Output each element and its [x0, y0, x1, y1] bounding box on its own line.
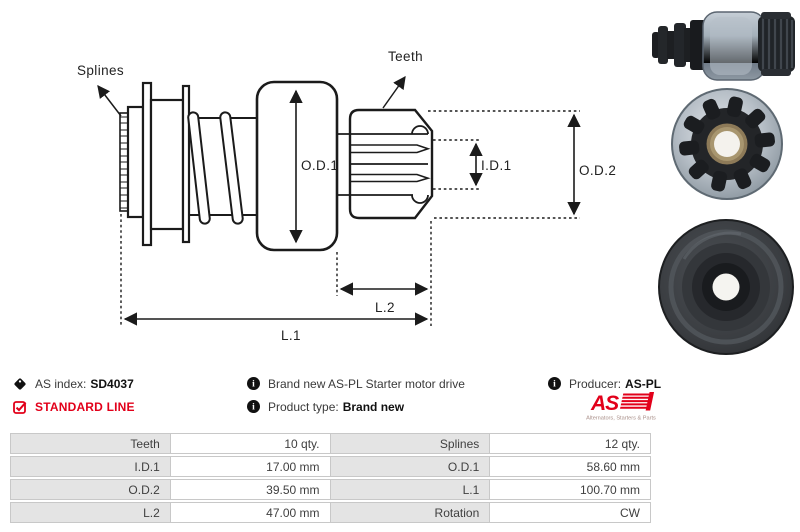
tag-icon [14, 377, 26, 390]
table-label-cell: L.2 [11, 503, 171, 522]
table-label-cell: L.1 [330, 480, 491, 499]
as-index-row: AS index:SD4037 [13, 376, 134, 391]
label-od1: O.D.1 [301, 158, 338, 173]
teeth-leader-arrow [382, 75, 406, 109]
table-label-cell: Teeth [11, 434, 171, 453]
label-l2: L.2 [375, 300, 395, 315]
table-value-cell: 100.70 mm [579, 483, 640, 497]
product-type-row: i Product type:Brand new [247, 399, 404, 414]
dimension-arrows [123, 89, 581, 326]
logo-as-text: AS [590, 392, 619, 415]
table-value-cell: 58.60 mm [586, 460, 640, 474]
table-row: I.D.1 17.00 mm O.D.1 58.60 mm [10, 456, 651, 477]
producer-text: Producer:AS-PL [569, 376, 662, 391]
standard-line-row: STANDARD LINE [13, 399, 135, 414]
table-value-cell: 17.00 mm [171, 457, 331, 476]
spec-table: Teeth 10 qty. Splines 12 qty. I.D.1 17.0… [10, 433, 651, 525]
svg-text:i: i [252, 403, 255, 413]
table-row: Teeth 10 qty. Splines 12 qty. [10, 433, 651, 454]
label-od2: O.D.2 [579, 163, 616, 178]
reference-lines [120, 110, 580, 326]
drawing-tooth-arc-bottom [411, 194, 429, 204]
table-label-cell: O.D.1 [330, 457, 491, 476]
table-row: L.2 47.00 mm Rotation CW [10, 502, 651, 523]
table-label-cell: Rotation [330, 503, 491, 522]
drawing-flange-2 [181, 84, 191, 244]
standard-line-text: STANDARD LINE [35, 399, 135, 414]
table-value-cell: 39.50 mm [171, 480, 331, 499]
photo-rear-view [658, 219, 794, 355]
as-index-text: AS index:SD4037 [35, 376, 134, 391]
table-value-cell: 47.00 mm [171, 503, 331, 522]
svg-text:i: i [553, 380, 556, 390]
table-value-cell: 12 qty. [604, 437, 640, 451]
photo-side-view [652, 11, 795, 81]
spline-hatch [120, 116, 128, 209]
producer-row: i Producer:AS-PL [548, 376, 661, 391]
drawing-tooth-taper-b [350, 173, 431, 183]
label-splines: Splines [77, 63, 124, 78]
drawing-spring-coil-1 [187, 111, 211, 225]
table-label-cell: I.D.1 [11, 457, 171, 476]
label-l1: L.1 [281, 328, 301, 343]
drawing-spring-coil-2 [219, 111, 244, 225]
product-type-text: Product type:Brand new [268, 399, 405, 414]
splines-leader-arrow [97, 84, 122, 117]
table-value-cell: 10 qty. [171, 434, 331, 453]
table-value-cell: CW [620, 506, 640, 520]
photo-front-view [671, 88, 783, 200]
checked-checkbox-icon [13, 400, 27, 414]
label-id1: I.D.1 [481, 158, 512, 173]
product-photos [652, 11, 795, 355]
table-label-cell: Splines [330, 434, 491, 453]
info-icon: i [247, 377, 260, 390]
drawing-collar [126, 105, 145, 219]
as-pl-logo: AS Alternators, Starters & Parts [586, 392, 656, 422]
info-icon: i [247, 400, 260, 413]
description-text: Brand new AS-PL Starter motor drive [268, 376, 465, 391]
svg-text:i: i [252, 380, 255, 390]
technical-diagram: Splines Teeth O.D.1 I.D.1 O.D.2 L.2 L.1 [77, 49, 616, 343]
label-teeth: Teeth [388, 49, 423, 64]
table-label-cell: O.D.2 [11, 480, 171, 499]
drawing-tooth-taper-a [350, 144, 431, 154]
info-icon: i [548, 377, 561, 390]
drawing-flange-1 [141, 81, 153, 247]
logo-caption: Alternators, Starters & Parts [586, 416, 656, 422]
table-row: O.D.2 39.50 mm L.1 100.70 mm [10, 479, 651, 500]
drawing-tooth-arc-top [411, 125, 429, 135]
drawing-mid-cylinder [149, 98, 185, 231]
description-row: i Brand new AS-PL Starter motor drive [247, 376, 465, 391]
